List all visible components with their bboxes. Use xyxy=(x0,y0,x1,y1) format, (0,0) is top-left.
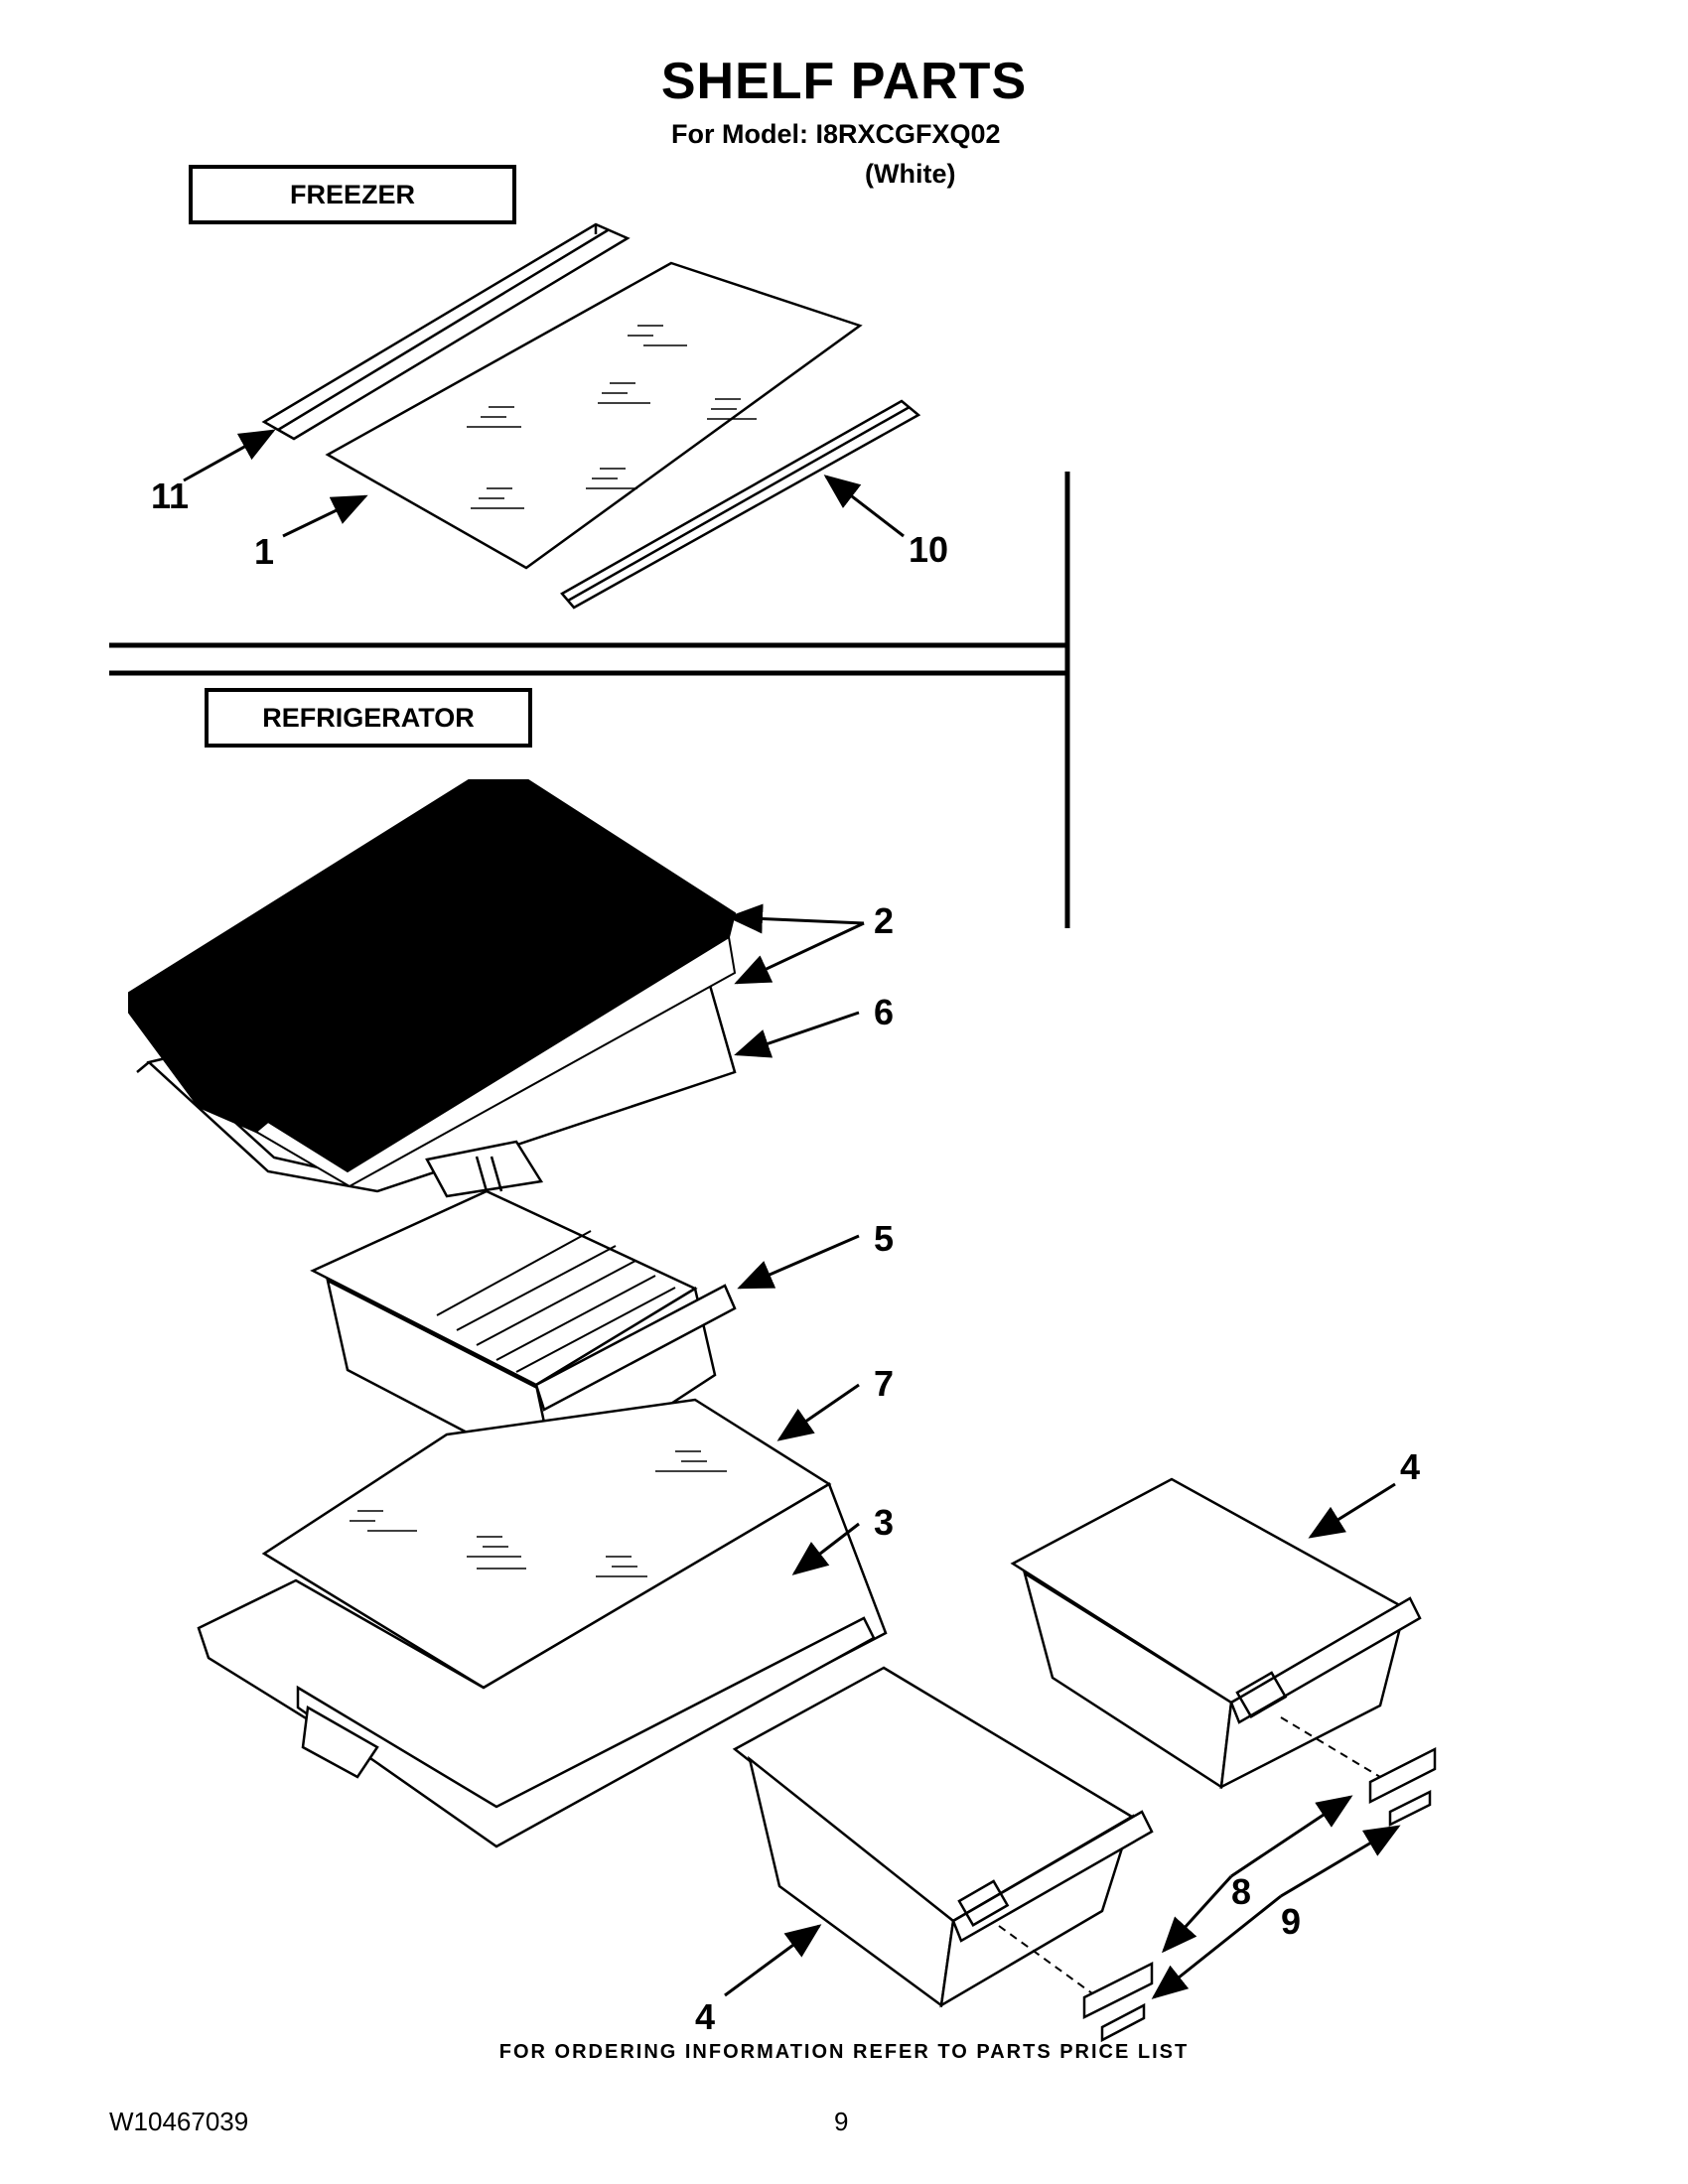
ordering-note: FOR ORDERING INFORMATION REFER TO PARTS … xyxy=(498,2041,1190,2063)
callout-11: 11 xyxy=(151,476,189,516)
crisper-cover-frame xyxy=(197,1482,888,1848)
freezer-trim-left xyxy=(261,222,631,441)
model-number: For Model: I8RXCGFXQ02 xyxy=(671,119,1001,149)
callout-1: 1 xyxy=(254,531,274,572)
crisper-drawer-lower xyxy=(732,1666,1154,2008)
callout-3: 3 xyxy=(874,1502,894,1543)
crisper-drawer-upper xyxy=(1010,1477,1422,1790)
document-id: W10467039 xyxy=(109,2107,249,2136)
model-color: (White) xyxy=(865,159,956,189)
callout-10: 10 xyxy=(909,529,948,570)
callout-9: 9 xyxy=(1281,1901,1301,1942)
refrigerator-section-label: REFRIGERATOR xyxy=(205,688,532,748)
freezer-trim-right xyxy=(560,399,921,610)
callout-7: 7 xyxy=(874,1363,894,1404)
page-number: 9 xyxy=(834,2107,849,2136)
callout-4-lower: 4 xyxy=(695,1996,715,2037)
section-divider xyxy=(109,472,1070,928)
callout-4-upper: 4 xyxy=(1400,1446,1420,1487)
page-title: SHELF PARTS xyxy=(660,53,1028,110)
drawer-clips xyxy=(998,1716,1437,2043)
callout-8: 8 xyxy=(1231,1871,1251,1912)
callout-6: 6 xyxy=(874,992,894,1032)
callout-2: 2 xyxy=(874,900,894,941)
freezer-section-label: FREEZER xyxy=(189,165,516,224)
freezer-glass-shelf xyxy=(325,261,863,570)
callout-5: 5 xyxy=(874,1218,894,1259)
leader-arrows xyxy=(183,429,1401,1999)
